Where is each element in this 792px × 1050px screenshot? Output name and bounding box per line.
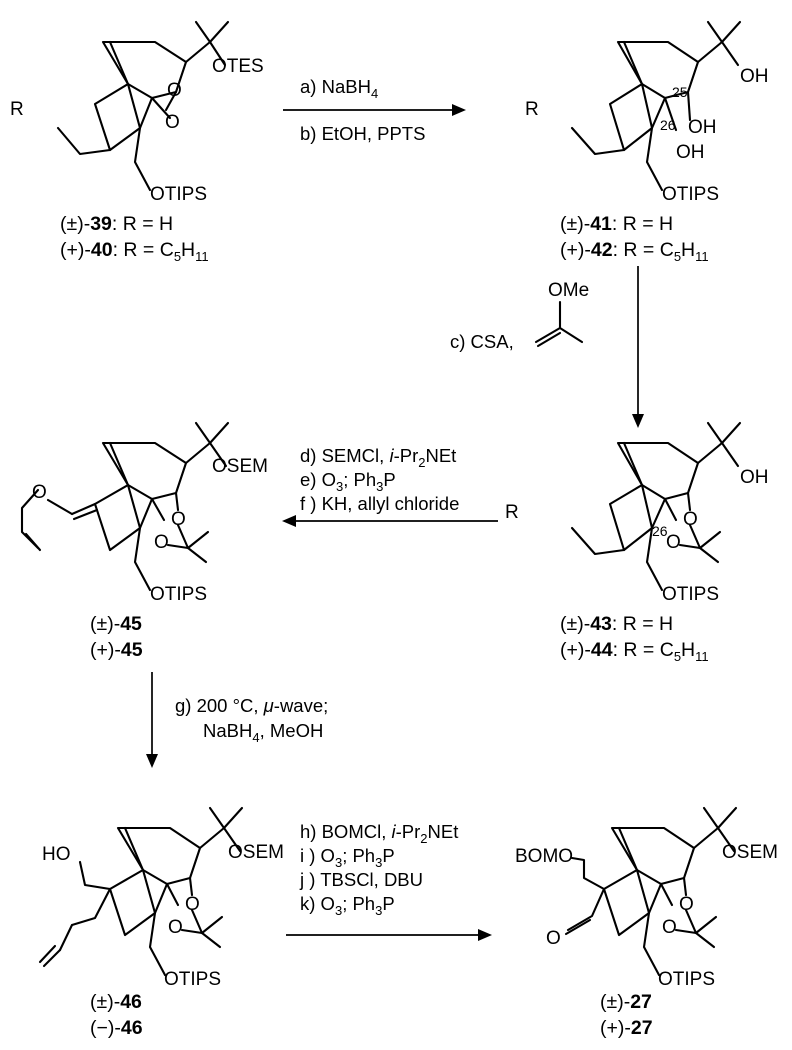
oh-top-41: OH	[740, 66, 769, 87]
ketone-o-top: O	[167, 80, 182, 101]
condition-f: f ) KH, allyl chloride	[300, 493, 459, 514]
reagent-ome: OMe	[548, 280, 589, 301]
ketone-o-bottom: O	[165, 112, 180, 133]
condition-i: i ) O3; Ph3P	[300, 845, 395, 870]
structure-39-40	[56, 20, 230, 192]
oh-26: OH	[676, 142, 705, 163]
arrow-steps-def	[282, 515, 498, 527]
acetonide-o2-27: O	[662, 917, 677, 938]
condition-k: k) O3; Ph3P	[300, 893, 395, 918]
compound-label-45-plus: (+)-45	[90, 639, 143, 661]
otes-label: OTES	[212, 56, 264, 77]
bomo-27: BOMO	[515, 846, 573, 867]
structure-45	[20, 421, 230, 592]
otips-43: OTIPS	[662, 584, 719, 605]
compound-label-44: (+)-44: R = C5H11	[560, 639, 709, 664]
r-group-43: R	[505, 502, 519, 523]
oh-43: OH	[740, 467, 769, 488]
structure-41-42	[570, 20, 742, 192]
arrow-steps-ab	[283, 104, 466, 116]
locant-25: 25	[672, 84, 688, 100]
structure-27	[564, 806, 738, 977]
otips-45: OTIPS	[150, 584, 207, 605]
otips-41: OTIPS	[662, 184, 719, 205]
aldehyde-o-27: O	[546, 928, 561, 949]
locant-26-43: 26	[652, 523, 668, 539]
condition-a: a) NaBH4	[300, 76, 378, 101]
compound-label-46-racemic: (±)-46	[90, 991, 142, 1013]
otips-39: OTIPS	[150, 184, 207, 205]
acetonide-o2-45: O	[154, 532, 169, 553]
condition-e: e) O3; Ph3P	[300, 469, 396, 494]
arrow-step-g	[146, 672, 158, 768]
compound-label-27-plus: (+)-27	[600, 1017, 653, 1039]
r-group-39: R	[10, 99, 24, 120]
osem-46: OSEM	[228, 842, 284, 863]
acetonide-o1-43: O	[683, 509, 698, 530]
enol-ether-o-45: O	[32, 482, 47, 503]
condition-g2: NaBH4, MeOH	[203, 720, 323, 745]
structure-43-44	[570, 421, 742, 592]
compound-label-45-racemic: (±)-45	[90, 613, 142, 635]
acetonide-o2-46: O	[168, 917, 183, 938]
acetonide-o1-46: O	[185, 894, 200, 915]
arrow-step-c	[534, 266, 644, 428]
compound-label-39: (±)-39: R = H	[60, 213, 173, 235]
structure-46	[38, 806, 244, 977]
acetonide-o2-43: O	[666, 532, 681, 553]
arrow-steps-hijk	[286, 929, 492, 941]
otips-27: OTIPS	[658, 969, 715, 990]
compound-label-27-racemic: (±)-27	[600, 991, 652, 1013]
condition-j: j ) TBSCl, DBU	[299, 869, 423, 890]
locant-26: 26	[660, 117, 676, 133]
ho-46: HO	[42, 844, 71, 865]
condition-d: d) SEMCl, i-Pr2NEt	[300, 445, 456, 470]
osem-27: OSEM	[722, 842, 778, 863]
condition-b: b) EtOH, PPTS	[300, 123, 425, 144]
compound-label-43: (±)-43: R = H	[560, 613, 673, 635]
condition-g: g) 200 °C, μ-wave;	[175, 695, 328, 716]
condition-c: c) CSA,	[450, 331, 514, 352]
acetonide-o1-27: O	[679, 894, 694, 915]
compound-label-42: (+)-42: R = C5H11	[560, 239, 709, 264]
otips-46: OTIPS	[164, 969, 221, 990]
acetonide-o1-45: O	[171, 509, 186, 530]
compound-label-46-minus: (−)-46	[90, 1017, 143, 1039]
r-group-41: R	[525, 99, 539, 120]
compound-label-41: (±)-41: R = H	[560, 213, 673, 235]
osem-45: OSEM	[212, 456, 268, 477]
oh-25: OH	[688, 117, 717, 138]
compound-label-40: (+)-40: R = C5H11	[60, 239, 209, 264]
condition-h: h) BOMCl, i-Pr2NEt	[300, 821, 458, 846]
